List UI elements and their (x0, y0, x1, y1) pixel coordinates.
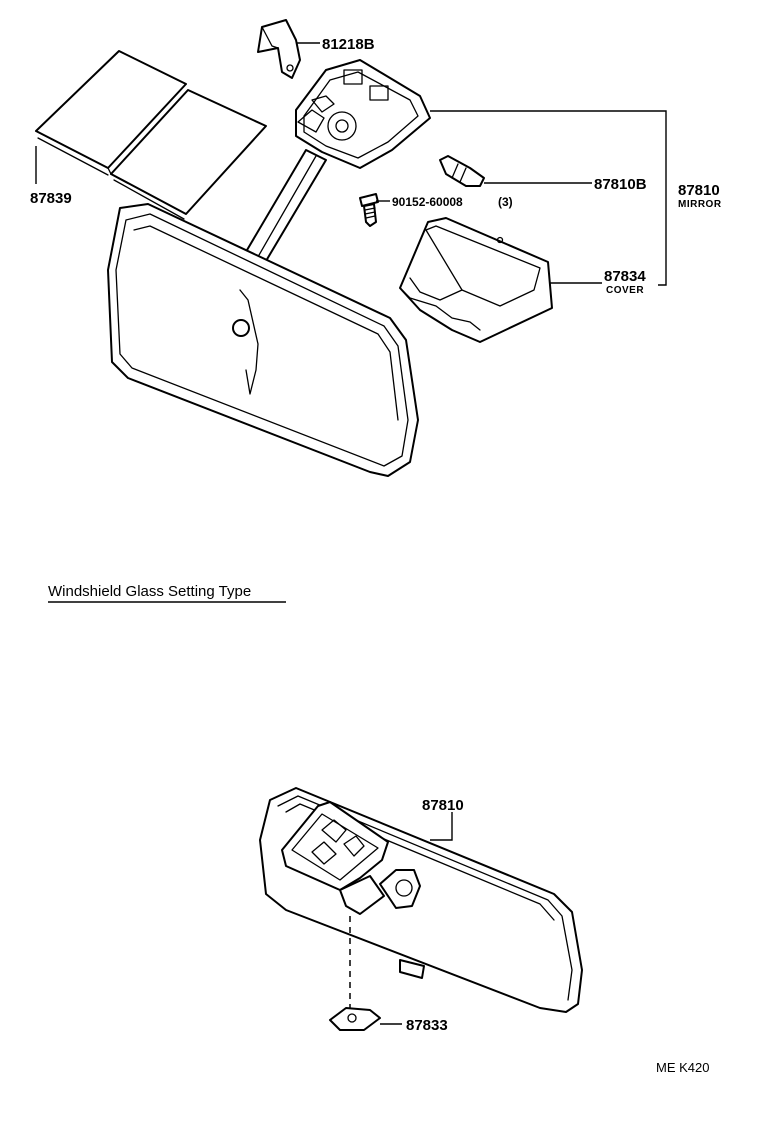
label-90152-qty: (3) (498, 195, 513, 209)
bulb-87810b (439, 155, 485, 187)
label-90152: 90152-60008 (392, 195, 463, 209)
label-87810b: 87810B (594, 176, 647, 193)
label-87810-lower: 87810 (422, 797, 464, 814)
mirror-base-mount (295, 59, 431, 169)
pad-87833 (329, 1007, 381, 1031)
label-81218b: 81218B (322, 36, 375, 53)
section-title: Windshield Glass Setting Type (48, 583, 251, 600)
label-87810: 87810 (678, 182, 720, 199)
screw-90152 (359, 193, 379, 227)
mirror-body (107, 203, 419, 477)
label-87833: 87833 (406, 1017, 448, 1034)
leader-lines-top (35, 42, 667, 286)
bracket-81218b (257, 19, 301, 79)
label-87810-mirror: MIRROR (678, 199, 722, 210)
figure-code: ME K420 (656, 1060, 709, 1075)
label-87834: 87834 (604, 268, 646, 285)
label-87834-cover: COVER (606, 285, 644, 296)
pad-87839 (35, 50, 267, 220)
mirror-mount-lower (281, 801, 421, 915)
label-87839: 87839 (30, 190, 72, 207)
cover-87834 (399, 217, 553, 343)
leader-87810-lower (430, 812, 453, 841)
